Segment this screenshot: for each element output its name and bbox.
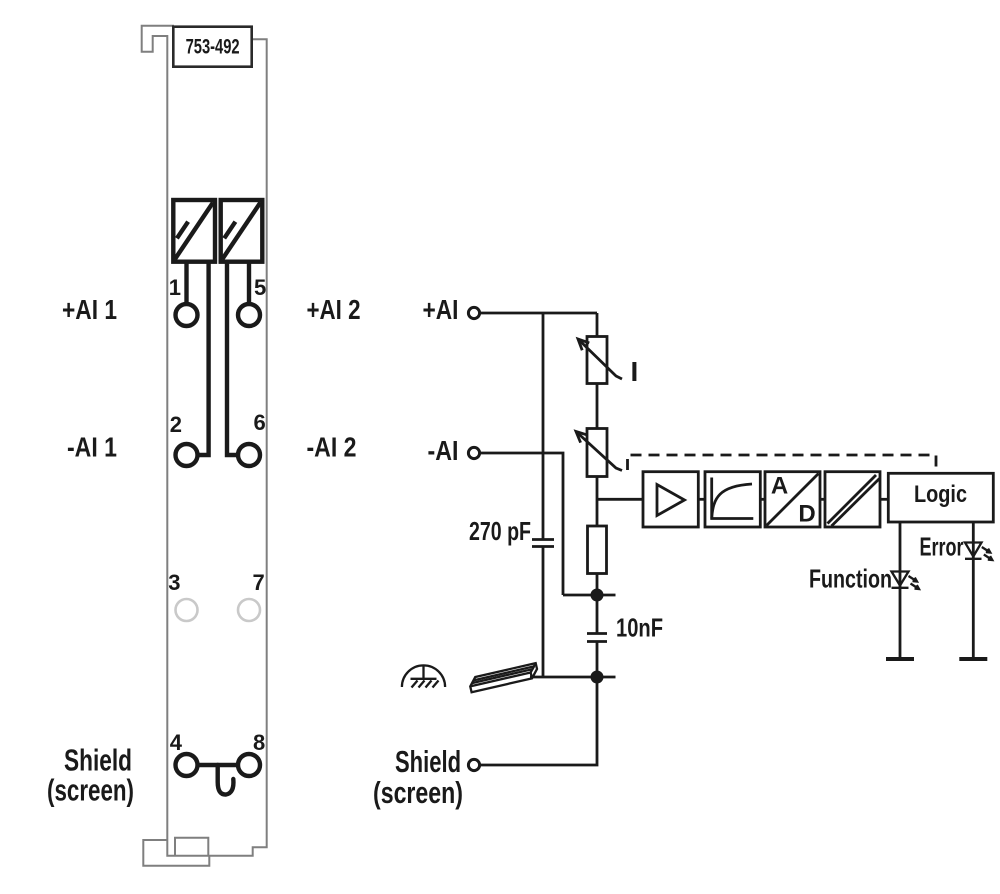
module-foot-step <box>142 839 211 867</box>
ai-plus-terminal-icon <box>466 305 482 321</box>
terminal-5-contact <box>235 301 263 329</box>
filter-capacitor-icon <box>587 632 607 643</box>
terminal-5-number: 5 <box>254 275 266 300</box>
terminal-4-number: 4 <box>170 730 183 755</box>
junction-dot-filter <box>590 588 604 602</box>
schematic-wires <box>479 311 889 767</box>
module-din-rail-slot <box>174 836 210 856</box>
fixed-resistor-icon <box>586 524 608 575</box>
terminal-6-contact <box>235 441 263 469</box>
terminal-8-contact <box>235 751 263 779</box>
terminal-3-number: 3 <box>168 570 180 595</box>
schematic-shield-label: Shield <box>395 744 461 779</box>
terminal-2-contact <box>173 441 200 469</box>
terminal-3-contact-unused <box>174 597 199 623</box>
part-number-label: 753-492 <box>186 36 240 59</box>
amplifier-block-icon <box>641 470 700 529</box>
label-module-screen: (screen) <box>47 773 134 808</box>
function-led-icon <box>889 570 922 591</box>
schematic-ai-plus-label: +AI <box>423 294 459 325</box>
function-led-label: Function <box>809 564 892 594</box>
schematic-ai-minus-label: -AI <box>428 435 459 466</box>
ad-converter-block-icon: A D <box>763 470 822 529</box>
isolated-channel-1-icon <box>171 197 218 264</box>
junction-dot-ground <box>590 670 604 684</box>
current-source-label: I <box>631 356 639 387</box>
label-ai2-minus: -AI 2 <box>307 432 357 463</box>
svg-text:D: D <box>798 501 815 528</box>
terminal-8-number: 8 <box>253 730 265 755</box>
schematic-screen-label: (screen) <box>373 775 463 810</box>
label-ai1-plus: +AI 1 <box>62 294 117 325</box>
module-internal-wires <box>184 261 252 797</box>
led-output-wires <box>886 522 988 661</box>
functional-earth-icon <box>400 664 447 689</box>
svg-text:A: A <box>771 473 788 500</box>
shield-clamp-icon <box>215 762 236 797</box>
terminal-6-number: 6 <box>254 410 266 435</box>
variable-resistor-gain-icon <box>573 427 623 478</box>
filter-curve-block-icon <box>703 470 762 529</box>
logic-block-label: Logic <box>914 481 967 508</box>
terminal-4-contact <box>173 751 200 779</box>
error-led-icon <box>962 541 995 562</box>
terminal-7-number: 7 <box>253 570 265 595</box>
terminal-7-contact-unused <box>236 597 262 623</box>
error-led-label: Error <box>920 532 964 562</box>
filter-capacitor-label: 10nF <box>616 613 663 643</box>
logic-block: Logic <box>886 471 995 524</box>
label-module-shield: Shield <box>64 743 132 778</box>
terminal-2-number: 2 <box>170 412 182 437</box>
terminal-1-contact <box>173 301 200 329</box>
part-number-box <box>172 25 254 69</box>
label-ai2-plus: +AI 2 <box>307 294 361 325</box>
shield-terminal-icon <box>466 757 482 773</box>
internal-schematic: +AI -AI Shield (screen) <box>373 294 995 810</box>
galvanic-isolation-block-icon <box>823 470 882 529</box>
isolated-channel-2-icon <box>218 197 265 264</box>
module-housing-outline <box>140 24 268 857</box>
ai-minus-terminal-icon <box>466 445 482 461</box>
io-module-front-view: 753-492 1 5 <box>47 24 361 867</box>
label-ai1-minus: -AI 1 <box>67 432 117 463</box>
gain-control-dashed-line <box>626 453 938 473</box>
din-rail-icon <box>469 661 539 694</box>
input-capacitor-icon <box>532 538 554 548</box>
terminal-1-number: 1 <box>169 275 181 300</box>
variable-resistor-current-icon <box>575 335 623 385</box>
input-capacitor-label: 270 pF <box>469 516 531 546</box>
